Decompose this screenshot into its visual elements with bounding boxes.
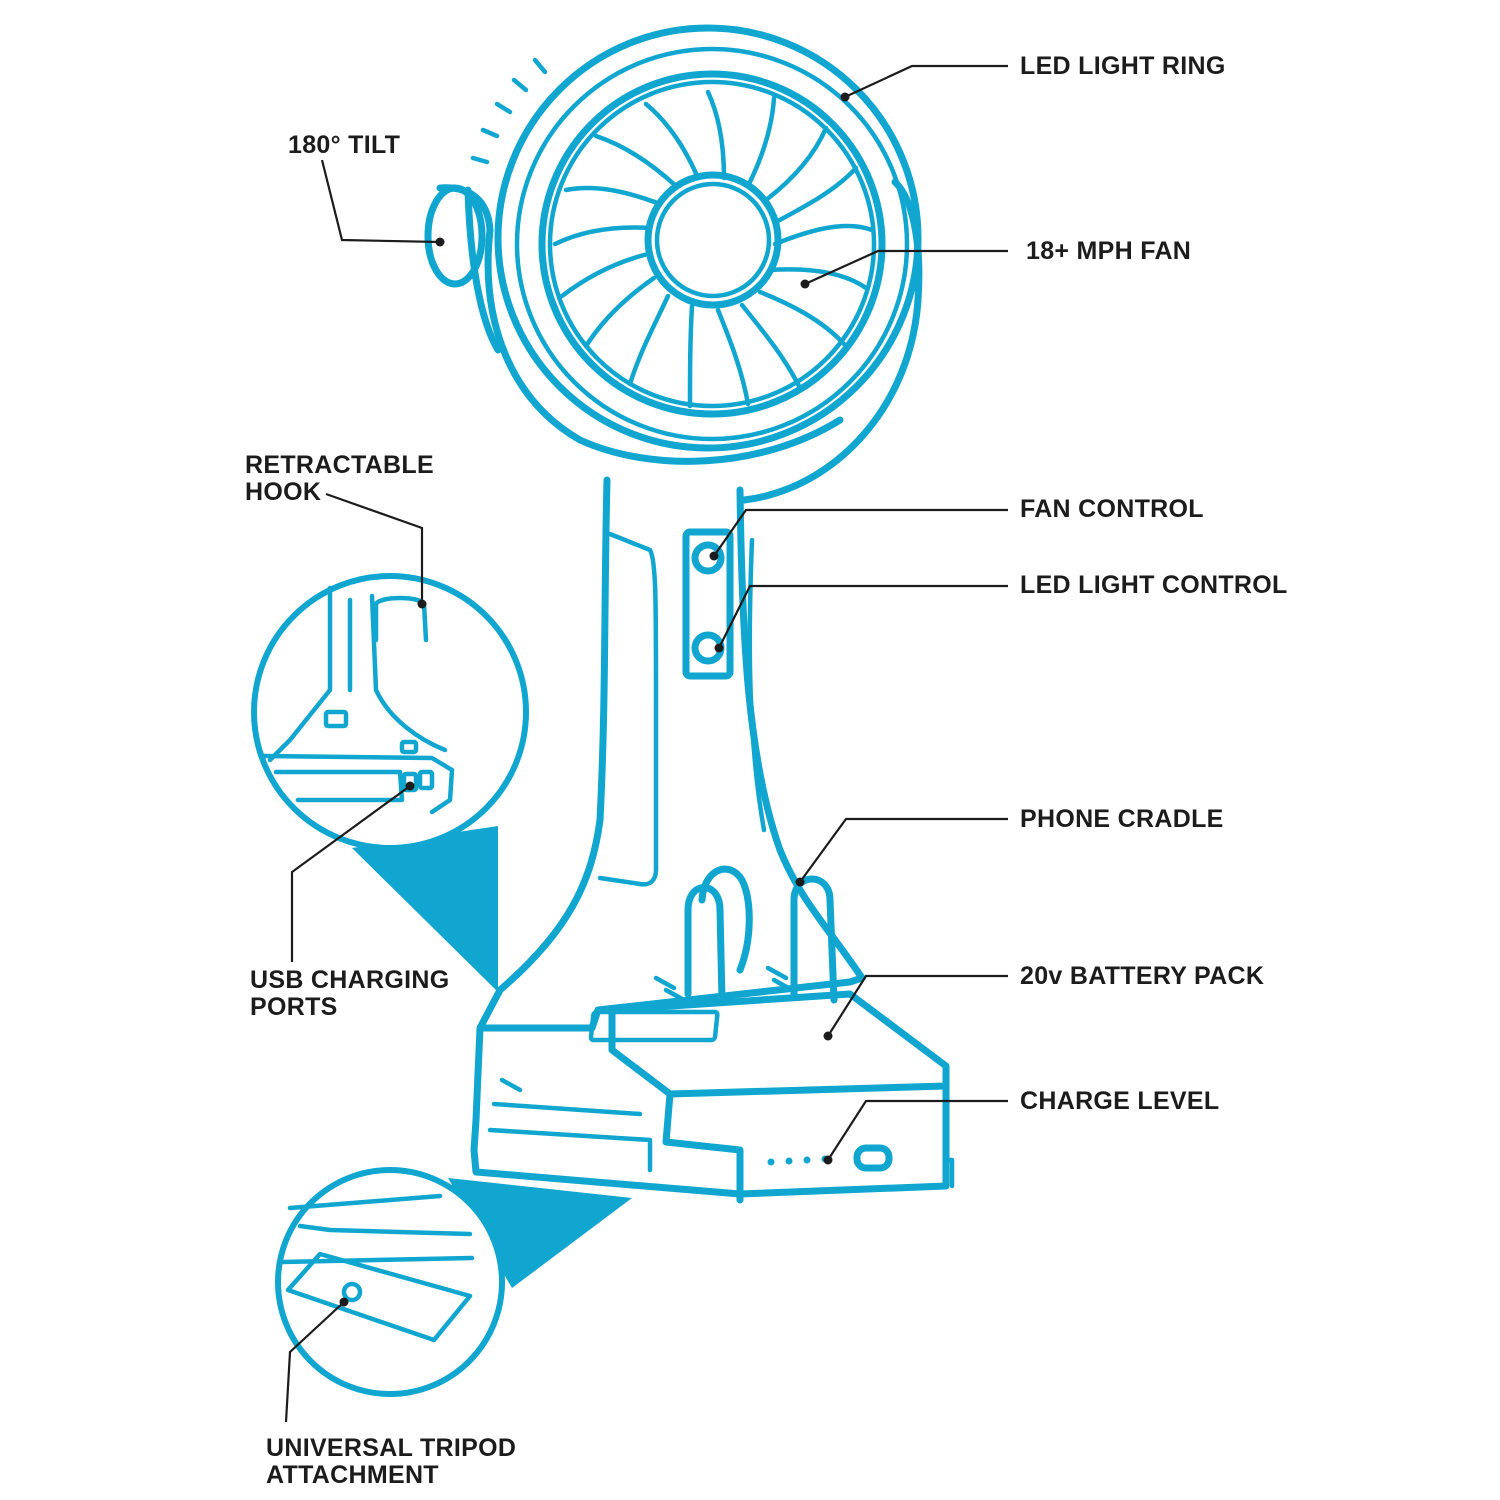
leader-lines xyxy=(284,64,1008,1423)
charge-button xyxy=(853,1144,893,1172)
tripod-mount-hole xyxy=(341,1281,363,1303)
tripod-zoom-wedge xyxy=(448,1178,632,1288)
battery-pack xyxy=(608,990,950,1098)
tripod-attachment-label-line2: ATTACHMENT xyxy=(266,1461,439,1489)
charge-level-label: CHARGE LEVEL xyxy=(1020,1087,1220,1115)
tilt-knob xyxy=(424,184,486,288)
fan-hub xyxy=(644,171,782,309)
retractable-hook-label-line2: HOOK xyxy=(245,478,322,506)
usb-charging-ports-label-line2: PORTS xyxy=(250,993,338,1021)
retractable-hook-label: RETRACTABLE HOOK xyxy=(245,452,434,506)
fan-head xyxy=(424,24,923,504)
usb-zoom-inset xyxy=(251,573,529,851)
fan-control-label: FAN CONTROL xyxy=(1020,495,1204,523)
tilt-label: 180° TILT xyxy=(288,131,401,159)
phone-cradle xyxy=(684,884,726,1004)
fan-blade-ring xyxy=(538,70,886,418)
battery-pack-label: 20v BATTERY PACK xyxy=(1020,962,1265,990)
tripod-zoom-inset xyxy=(275,1167,505,1397)
fan-body xyxy=(470,476,955,1204)
tripod-attachment-label: UNIVERSAL TRIPOD ATTACHMENT xyxy=(266,1435,516,1489)
led-light-control-label: LED LIGHT CONTROL xyxy=(1020,571,1288,599)
fan-blades xyxy=(552,89,875,409)
led-light-ring xyxy=(494,24,922,452)
phone-cradle-label: PHONE CRADLE xyxy=(1020,805,1224,833)
usb-port xyxy=(417,769,435,791)
control-panel xyxy=(682,528,734,680)
retractable-hook-label-line1: RETRACTABLE xyxy=(245,451,434,479)
tripod-attachment-label-line1: UNIVERSAL TRIPOD xyxy=(266,1434,517,1462)
led-light-ring-label: LED LIGHT RING xyxy=(1020,52,1226,80)
charge-level-indicator xyxy=(767,1155,829,1166)
usb-charging-ports-label: USB CHARGING PORTS xyxy=(250,967,449,1021)
base-housing xyxy=(470,1024,744,1204)
usb-charging-ports-label-line1: USB CHARGING xyxy=(250,966,450,994)
fan-speed-label: 18+ MPH FAN xyxy=(1026,237,1192,265)
fan-control-button xyxy=(691,541,725,575)
usb-zoom-wedge xyxy=(352,826,498,992)
